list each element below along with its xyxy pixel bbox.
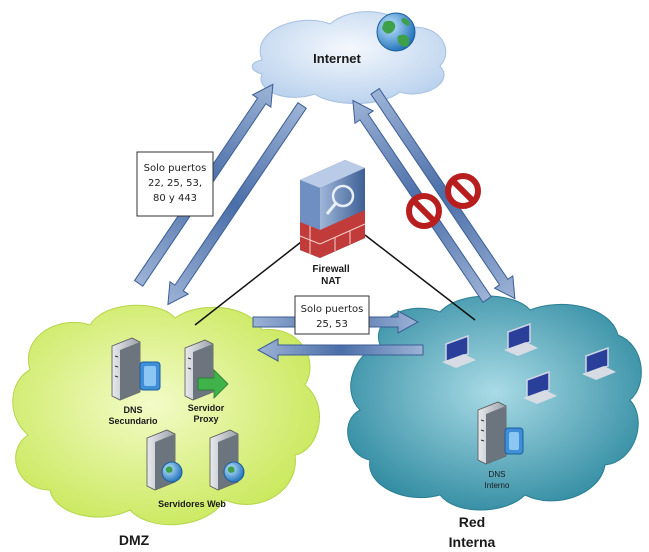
rule-dmz-internet-line1: Solo puertos: [144, 163, 207, 174]
rule-box-dmz-internet: Solo puertos 22, 25, 53, 80 y 443: [136, 151, 214, 217]
firewall-icon: [299, 160, 366, 258]
firewall-label-line1: Firewall: [312, 264, 349, 275]
no-entry-icon: [445, 173, 481, 209]
dns-secondary-label-line1: DNS: [123, 405, 142, 415]
dns-internal-label-line2: Interno: [485, 481, 510, 490]
workstation-icon: [504, 322, 538, 356]
proxy-server-icon: [184, 339, 229, 401]
line-firewall-internal: [364, 234, 476, 321]
workstation-icon: [523, 370, 557, 404]
dmz-cloud: [12, 304, 320, 526]
web-server-icon: [146, 429, 183, 491]
arrow-internal-to-dmz: [256, 338, 424, 362]
workstation-icon: [442, 334, 476, 368]
rule-dmz-internet-line3: 80 y 443: [153, 193, 197, 204]
dns-secondary-server-icon: [111, 337, 161, 401]
arrow-internet-to-internal-a: [370, 87, 516, 300]
internet-globe-icon: [376, 12, 416, 52]
no-entry-icon: [406, 193, 442, 229]
proxy-label-line2: Proxy: [193, 414, 218, 424]
dns-internal-server-icon: [477, 401, 524, 465]
proxy-label-line1: Servidor: [188, 403, 225, 413]
rule-internal-dmz-line1: Solo puertos: [301, 304, 364, 315]
line-firewall-dmz: [194, 234, 311, 326]
web-servers-label: Servidores Web: [158, 499, 226, 509]
internet-label: Internet: [313, 51, 361, 66]
rule-dmz-internet-line2: 22, 25, 53,: [148, 178, 202, 189]
rule-box-internal-dmz: Solo puertos 25, 53: [294, 295, 370, 335]
arrow-internet-to-dmz-b: [167, 102, 307, 306]
dmz-label: DMZ: [119, 532, 150, 548]
firewall-label-line2: NAT: [321, 276, 341, 287]
dns-secondary-label-line2: Secundario: [108, 416, 158, 426]
internal-label-line1: Red: [459, 514, 485, 530]
workstation-icon: [582, 346, 616, 380]
rule-internal-dmz-line2: 25, 53: [316, 319, 348, 330]
internal-label-line2: Interna: [449, 534, 496, 550]
connection-lines: [194, 234, 476, 326]
dns-internal-label-line1: DNS: [489, 470, 506, 479]
web-server-icon: [209, 429, 245, 491]
